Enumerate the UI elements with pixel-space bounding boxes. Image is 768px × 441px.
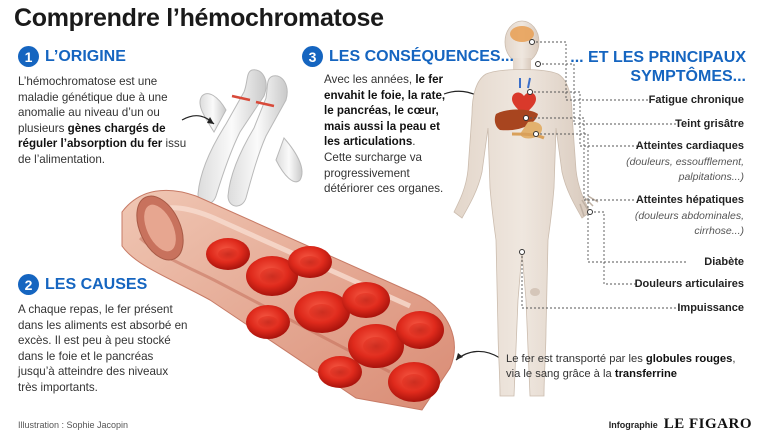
- section-number-3: 3: [302, 46, 323, 67]
- symptom-diabetes: Diabète: [704, 256, 744, 268]
- transport-caption: Le fer est transporté par les globules r…: [506, 352, 746, 382]
- transport-text-part-1: Le fer est transporté par les: [506, 353, 646, 365]
- transport-text-bold-1: globules rouges: [645, 353, 733, 365]
- consequences-heading-label: LES CONSÉQUENCES...: [329, 47, 514, 65]
- publisher-credit: Infographie LE FIGARO: [609, 416, 752, 433]
- symptom-impotence: Impuissance: [677, 302, 744, 314]
- origin-heading: 1 L’ORIGINE: [18, 46, 126, 67]
- infographie-label: Infographie: [608, 420, 658, 430]
- red-blood-cells: [206, 238, 444, 402]
- human-body-illustration: [453, 20, 599, 397]
- causes-text: A chaque repas, le fer présent dans les …: [18, 303, 188, 394]
- consequences-text-part-1: Avec les années,: [324, 73, 416, 86]
- chromosome-illustration: [197, 69, 303, 207]
- symptom-fatigue: Fatigue chronique: [648, 94, 744, 106]
- le-figaro-logo: LE FIGARO: [663, 416, 752, 432]
- consequences-text: Avec les années, le fer envahit le foie,…: [324, 72, 446, 197]
- symptom-cardiac: Atteintes cardiaques: [635, 140, 744, 152]
- causes-heading-label: LES CAUSES: [45, 275, 148, 293]
- symptom-cardiac-detail-1: (douleurs, essoufflement,: [626, 156, 744, 168]
- symptoms-heading-line-2: SYMPTÔMES...: [630, 68, 746, 85]
- transport-text-bold-2: transferrine: [614, 368, 678, 380]
- symptoms-heading: ... ET LES PRINCIPAUX SYMPTÔMES...: [546, 48, 746, 86]
- origin-heading-label: L’ORIGINE: [45, 47, 126, 65]
- symptom-hepatic-detail-1: (douleurs abdominales,: [634, 210, 744, 222]
- consequences-heading: 3 LES CONSÉQUENCES...: [302, 46, 514, 67]
- consequences-text-part-2: . Cette surcharge va progressivement dét…: [324, 135, 444, 196]
- origin-text-part-1: L’hémochromatose est une maladie génétiq…: [18, 75, 168, 135]
- causes-heading: 2 LES CAUSES: [18, 274, 147, 295]
- symptom-leader-lines: [521, 41, 686, 309]
- symptom-cardiac-detail-2: palpitations...): [678, 171, 744, 183]
- origin-text-part-2: issu de l’alimentation.: [18, 137, 187, 166]
- section-number-1: 1: [18, 46, 39, 67]
- symptom-leader-dots: [519, 39, 593, 255]
- symptom-joint-pain: Douleurs articulaires: [634, 278, 744, 290]
- origin-text: L’hémochromatose est une maladie génétiq…: [18, 74, 190, 168]
- consequences-text-bold: le fer envahit le foie, la rate, le panc…: [324, 73, 446, 149]
- symptom-teint: Teint grisâtre: [675, 118, 744, 130]
- symptoms-heading-line-1: ... ET LES PRINCIPAUX: [570, 49, 746, 66]
- page-title: Comprendre l’hémochromatose: [14, 4, 384, 32]
- arrow-transport: [455, 350, 501, 361]
- transport-text-part-2: , via le sang grâce à la: [506, 353, 736, 380]
- symptom-hepatic-detail-2: cirrhose...): [694, 225, 744, 237]
- symptom-hepatic: Atteintes hépatiques: [635, 194, 744, 206]
- origin-text-bold: gènes chargés de réguler l’absorption du…: [18, 121, 166, 151]
- section-number-2: 2: [18, 274, 39, 295]
- illustration-credit: Illustration : Sophie Jacopin: [18, 420, 129, 430]
